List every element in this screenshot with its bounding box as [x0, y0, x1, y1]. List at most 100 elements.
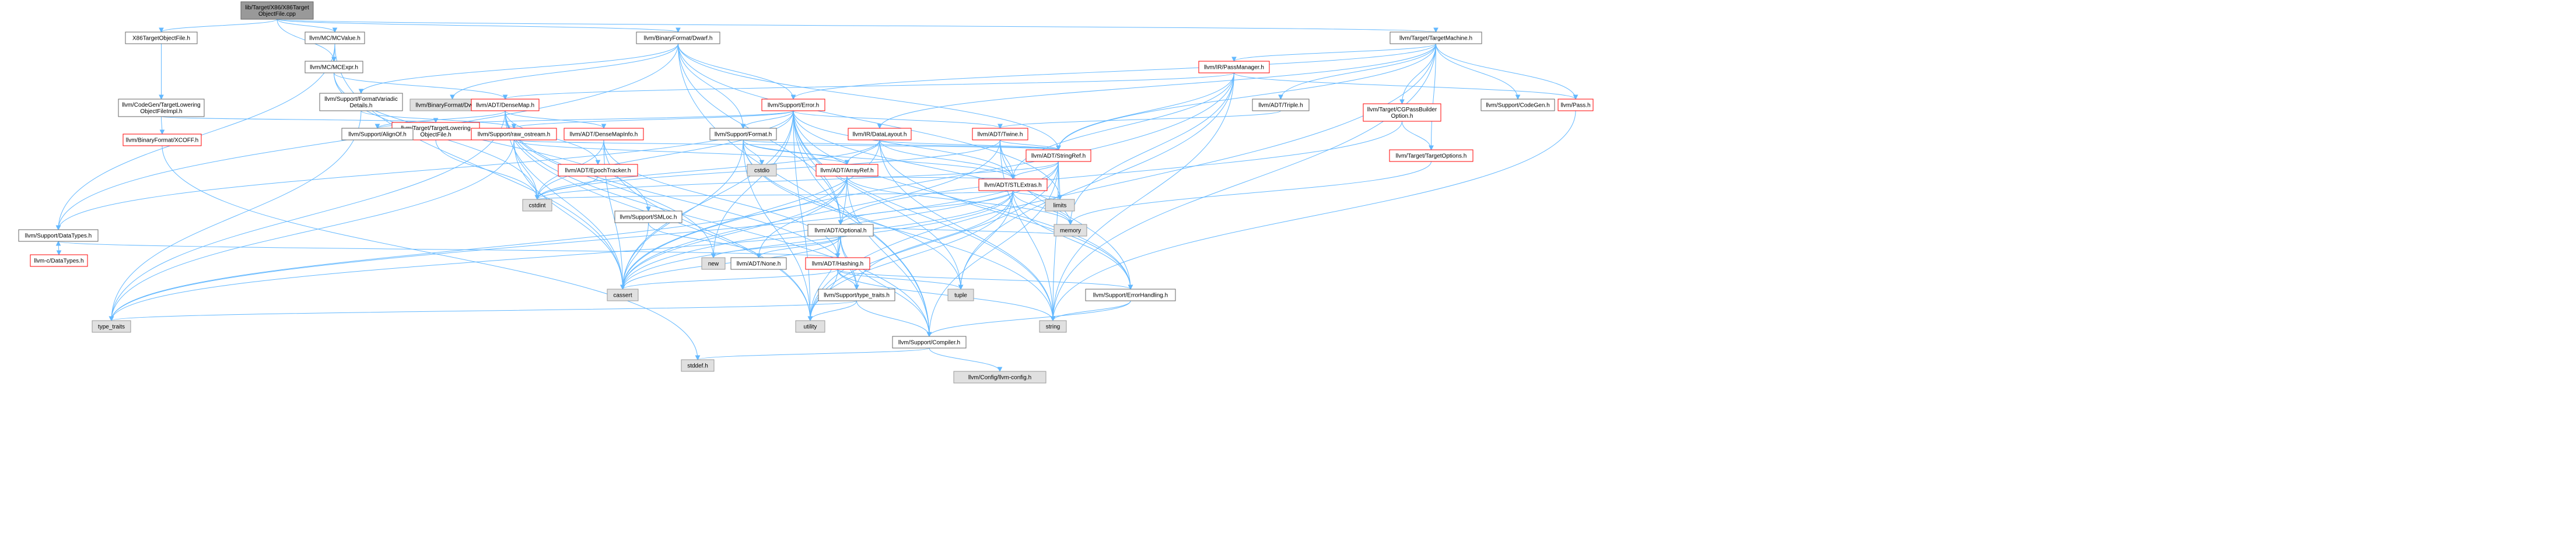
dependency-edge — [1070, 72, 1234, 225]
node-label: llvm/ADT/Triple.h — [1258, 103, 1303, 109]
dependency-arrowhead — [1515, 94, 1521, 100]
graph-node-memory: memory — [1054, 224, 1087, 237]
dependency-arrowhead — [332, 27, 338, 33]
dependency-edge — [840, 121, 1402, 225]
dependency-arrowhead — [790, 94, 796, 100]
dependency-arrowhead — [844, 160, 850, 166]
node-box — [892, 336, 967, 349]
graph-node-stringref[interactable]: llvm/ADT/StringRef.h — [1026, 149, 1091, 162]
dependency-edge — [622, 222, 649, 290]
graph-node-none[interactable]: llvm/ADT/None.h — [730, 257, 787, 270]
node-label: Details.h — [350, 103, 373, 109]
dependency-edge — [334, 43, 623, 290]
dependency-arrowhead — [1433, 27, 1438, 33]
node-label: llvm/ADT/DenseMapInfo.h — [570, 132, 638, 138]
graph-node-pass[interactable]: llvm/Pass.h — [1558, 99, 1594, 111]
node-label: llvm/Support/Error.h — [768, 103, 819, 109]
graph-node-compiler[interactable]: llvm/Support/Compiler.h — [892, 336, 967, 349]
graph-node-alignof[interactable]: llvm/Support/AlignOf.h — [341, 128, 414, 140]
dependency-edge — [678, 43, 744, 129]
node-label: llvm/IR/PassManager.h — [1204, 65, 1264, 71]
graph-node-supportcodegen[interactable]: llvm/Support/CodeGen.h — [1480, 99, 1555, 111]
dependency-edge — [678, 43, 930, 337]
node-label: llvm/BinaryFormat/Dwarf.h — [644, 36, 713, 42]
graph-node-triple[interactable]: llvm/ADT/Triple.h — [1252, 99, 1310, 111]
graph-node-rawostream[interactable]: llvm/Support/raw_ostream.h — [471, 128, 557, 140]
graph-node-mcexpr[interactable]: llvm/MC/MCExpr.h — [304, 61, 363, 73]
node-label: cassert — [613, 293, 632, 299]
dependency-arrowhead — [159, 27, 164, 33]
dependency-edge — [837, 175, 848, 258]
node-box — [614, 210, 682, 223]
graph-node-arrayref[interactable]: llvm/ADT/ArrayRef.h — [816, 164, 878, 177]
dependency-arrowhead — [1573, 94, 1578, 100]
graph-node-cdatatypes[interactable]: llvm-c/DataTypes.h — [30, 254, 88, 267]
graph-node-xcoff[interactable]: llvm/BinaryFormat/XCOFF.h — [123, 134, 202, 146]
graph-node-datatypes[interactable]: llvm/Support/DataTypes.h — [18, 229, 99, 242]
graph-node-hashing[interactable]: llvm/ADT/Hashing.h — [805, 257, 870, 270]
graph-node-x86tof[interactable]: X86TargetObjectFile.h — [125, 31, 198, 44]
dependency-arrowhead — [997, 367, 1003, 373]
node-box — [747, 164, 777, 177]
dependency-edge — [513, 110, 794, 129]
graph-node-datalayout[interactable]: llvm/IR/DataLayout.h — [848, 128, 912, 140]
node-box — [558, 164, 638, 177]
dependency-arrowhead — [807, 316, 813, 322]
graph-node-targetoptions[interactable]: llvm/Target/TargetOptions.h — [1389, 149, 1474, 162]
node-label: X86TargetObjectFile.h — [132, 36, 190, 42]
node-label: llvm/Support/Format.h — [715, 132, 772, 138]
dependency-edge — [276, 19, 335, 33]
dependency-arrowhead — [55, 225, 61, 231]
graph-node-epochtracker[interactable]: llvm/ADT/EpochTracker.h — [558, 164, 638, 177]
graph-node-format[interactable]: llvm/Support/Format.h — [709, 128, 777, 140]
graph-node-new: new — [701, 257, 726, 270]
graph-node-passmanager[interactable]: llvm/IR/PassManager.h — [1198, 61, 1270, 73]
graph-node-densemapinfo[interactable]: llvm/ADT/DenseMapInfo.h — [564, 128, 644, 140]
graph-node-optional[interactable]: llvm/ADT/Optional.h — [807, 224, 874, 237]
graph-node-densemap[interactable]: llvm/ADT/DenseMap.h — [471, 99, 540, 111]
dependency-arrowhead — [502, 94, 508, 100]
dependency-edge — [929, 347, 1000, 372]
dependency-edge — [58, 241, 838, 258]
dependency-edge — [452, 43, 678, 100]
graph-node-twine[interactable]: llvm/ADT/Twine.h — [972, 128, 1028, 140]
node-label: llvm/Support/ErrorHandling.h — [1093, 293, 1168, 299]
graph-node-stlextras[interactable]: llvm/ADT/STLExtras.h — [978, 178, 1048, 191]
node-label: memory — [1060, 228, 1081, 234]
graph-node-error[interactable]: llvm/Support/Error.h — [761, 99, 825, 111]
dependency-arrowhead — [595, 160, 601, 166]
graph-node-targetmachine[interactable]: llvm/Target/TargetMachine.h — [1390, 31, 1482, 44]
dependency-arrowhead — [55, 240, 61, 246]
node-label: llvm/Config/llvm-config.h — [968, 375, 1031, 381]
node-box — [118, 99, 205, 117]
graph-node-smloc[interactable]: llvm/Support/SMLoc.h — [614, 210, 682, 223]
dependency-edge — [360, 43, 678, 94]
dependency-edge — [537, 190, 1013, 200]
dependency-edge — [377, 110, 506, 129]
graph-node-typetraits[interactable]: llvm/Support/type_traits.h — [818, 289, 895, 301]
graph-node-root[interactable]: lib/Target/X86/X86TargetObjectFile.cpp — [240, 1, 314, 20]
dependency-edge — [1000, 139, 1059, 150]
graph-node-errhandling[interactable]: llvm/Support/ErrorHandling.h — [1085, 289, 1176, 301]
dependency-edge — [856, 190, 1013, 290]
graph-node-mcvalue[interactable]: llvm/MC/MCValue.h — [304, 31, 365, 44]
dependency-edge — [837, 269, 1054, 321]
dependency-edge — [334, 72, 506, 100]
node-label: Option.h — [1391, 113, 1413, 120]
node-label: llvm/Support/DataTypes.h — [25, 233, 92, 240]
graph-node-dwarf[interactable]: llvm/BinaryFormat/Dwarf.h — [636, 31, 720, 44]
dependency-edge — [678, 43, 1059, 150]
node-label: lib/Target/X86/X86Target — [245, 5, 309, 11]
dependency-arrowhead — [695, 355, 701, 361]
dependency-arrowhead — [511, 124, 517, 129]
dependency-edge — [743, 139, 1013, 180]
dependency-edge — [846, 175, 1013, 180]
node-box — [319, 93, 403, 111]
node-label: ObjectFileImpl.h — [140, 108, 182, 115]
dependency-edge — [505, 110, 857, 290]
node-box — [471, 99, 540, 111]
dependency-edge — [622, 269, 838, 290]
graph-node-cgtlofi[interactable]: llvm/CodeGen/TargetLoweringObjectFileImp… — [118, 99, 205, 117]
